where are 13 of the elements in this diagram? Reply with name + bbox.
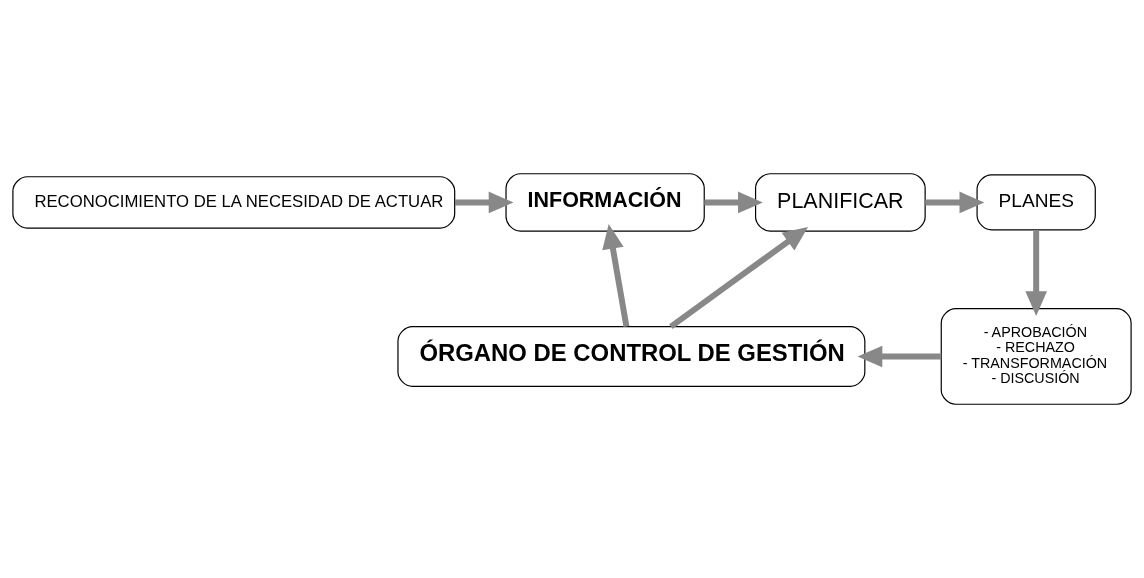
node-box: INFORMACIÓN bbox=[505, 173, 705, 232]
arrow bbox=[669, 227, 809, 329]
arrow bbox=[455, 191, 514, 214]
node-box: ÓRGANO DE CONTROL DE GESTIÓN bbox=[397, 326, 866, 387]
node-box: PLANIFICAR bbox=[755, 173, 926, 232]
arrow bbox=[704, 191, 763, 214]
arrow bbox=[925, 191, 985, 214]
node-box: RECONOCIMIENTO DE LA NECESIDAD DE ACTUAR bbox=[12, 176, 456, 229]
node-box: PLANES bbox=[976, 174, 1096, 231]
arrow bbox=[1025, 230, 1047, 317]
arrow bbox=[857, 345, 942, 368]
node-box: - APROBACIÓN - RECHAZO - TRANSFORMACIÓN - DISCUSIÓN bbox=[940, 308, 1132, 405]
arrow bbox=[602, 224, 630, 328]
